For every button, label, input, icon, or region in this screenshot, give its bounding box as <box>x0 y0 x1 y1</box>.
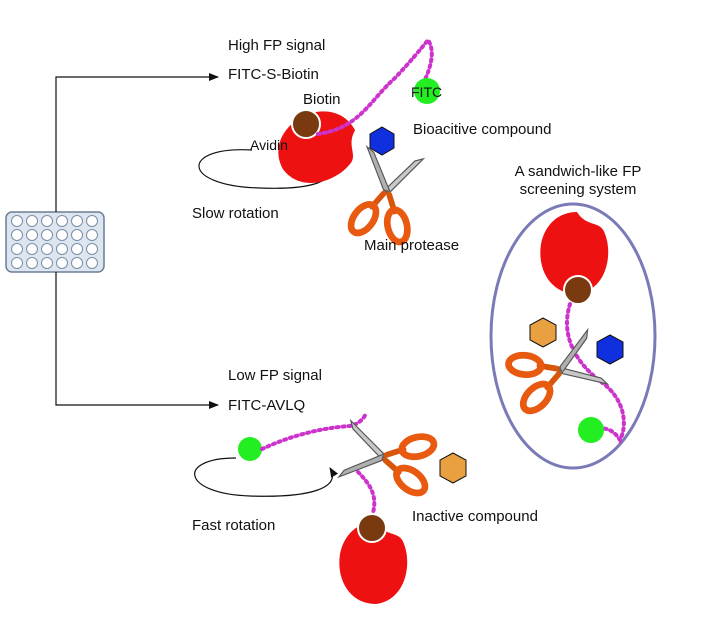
well <box>26 257 38 269</box>
well <box>56 243 68 255</box>
biotin-bottom-icon <box>357 513 387 543</box>
well <box>86 257 98 269</box>
well <box>41 215 53 227</box>
fast-rotation-label: Fast rotation <box>192 517 276 534</box>
well <box>71 257 83 269</box>
linker-chain <box>316 36 434 136</box>
well <box>11 229 23 241</box>
scissors-bottom-icon <box>338 417 440 500</box>
well <box>86 215 98 227</box>
slow-rotation-label: Slow rotation <box>192 205 279 222</box>
sandwich-system-title: A sandwich-like FP screening system <box>514 163 642 198</box>
fitc-label: FITC <box>411 84 443 100</box>
well-plate-icon <box>5 211 105 273</box>
sandwich-linker-chain <box>565 302 626 445</box>
bioactive-hexagon-sandwich-icon <box>596 334 624 365</box>
fitc-sandwich-icon <box>578 417 604 443</box>
avidin-label: Avidin <box>250 137 288 153</box>
high-fp-signal-label: High FP signal <box>228 37 326 54</box>
fitc-icon <box>414 78 440 104</box>
well <box>56 257 68 269</box>
well <box>86 229 98 241</box>
well <box>71 229 83 241</box>
bioactive-compound-label: Bioacitive compound <box>413 121 552 138</box>
well <box>86 243 98 255</box>
well <box>56 215 68 227</box>
biotin-icon <box>291 109 321 139</box>
branch-connector <box>55 73 219 409</box>
fitc-small-icon <box>238 437 262 461</box>
well <box>56 229 68 241</box>
residual-chain <box>356 470 377 518</box>
cleaved-peptide-chain <box>260 410 368 451</box>
well <box>41 229 53 241</box>
low-fp-signal-label: Low FP signal <box>228 367 322 384</box>
well <box>71 243 83 255</box>
well <box>41 243 53 255</box>
well <box>41 257 53 269</box>
well <box>11 243 23 255</box>
fitc-avlq-label: FITC-AVLQ <box>228 397 306 414</box>
inactive-compound-label: Inactive compound <box>412 508 538 525</box>
scissors-icon <box>344 146 427 248</box>
bioactive-hexagon-icon <box>369 126 395 156</box>
well <box>11 257 23 269</box>
well <box>11 215 23 227</box>
inactive-hexagon-sandwich-icon <box>529 317 557 348</box>
well <box>26 229 38 241</box>
well <box>71 215 83 227</box>
fast-rotation-arrow-icon <box>194 457 339 497</box>
well <box>26 243 38 255</box>
biotin-sandwich-icon <box>563 275 593 305</box>
sandwich-system-ellipse <box>489 202 657 470</box>
biotin-label: Biotin <box>303 91 341 108</box>
fitc-s-biotin-label: FITC-S-Biotin <box>228 66 319 83</box>
well <box>26 215 38 227</box>
main-protease-label: Main protease <box>364 237 460 254</box>
inactive-hexagon-icon <box>439 452 467 484</box>
